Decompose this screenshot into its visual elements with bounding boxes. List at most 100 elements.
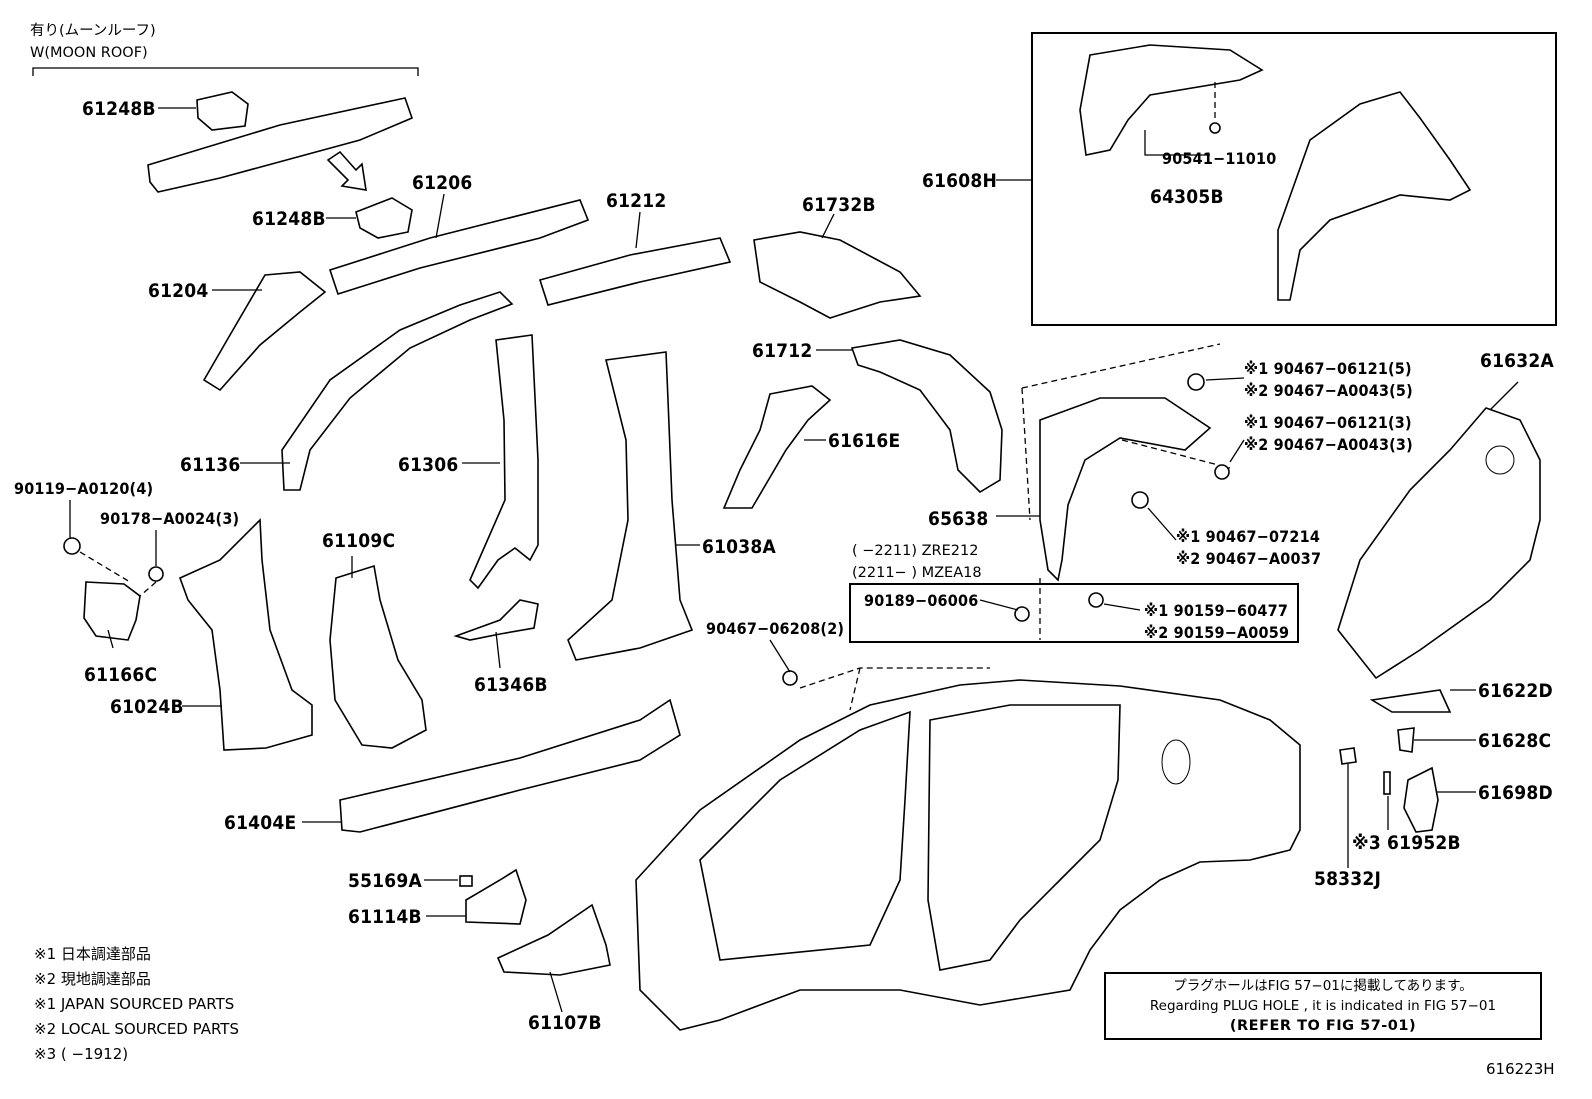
part-61404E xyxy=(339,698,681,833)
part-label: 90119−A0120(4) xyxy=(14,479,154,498)
part-label: 90541−11010 xyxy=(1162,149,1277,168)
hole-icon xyxy=(1485,445,1515,475)
part-61346B xyxy=(453,599,539,641)
part-61107B xyxy=(496,903,611,976)
fastener-label: ※1 90159−60477 xyxy=(1144,601,1289,620)
part-58332J xyxy=(1339,747,1357,765)
part-label: 61114B xyxy=(348,906,422,928)
part-61206 xyxy=(328,199,590,296)
part-61204 xyxy=(202,271,327,392)
part-61114B xyxy=(465,868,527,925)
part-64305B xyxy=(1079,44,1264,156)
plug-hole-note: プラグホールはFIG 57−01に掲載してあります。 Regarding PLU… xyxy=(1104,972,1542,1040)
part-61136 xyxy=(281,291,514,491)
part-label: 90178−A0024(3) xyxy=(100,509,240,528)
part-label: 61608H xyxy=(922,170,997,192)
part-label: 61109C xyxy=(322,530,396,552)
nut-icon xyxy=(148,566,164,582)
part-label: 90467−06208(2) xyxy=(706,619,845,638)
part-label: 61038A xyxy=(702,536,776,558)
part-label: 61206 xyxy=(412,172,473,194)
part-label: 61632A xyxy=(1480,350,1554,372)
part-55169A xyxy=(459,875,473,887)
part-61952B xyxy=(1383,771,1391,795)
note-line: ※3 ( −1912) xyxy=(34,1045,129,1063)
part-label: 61698D xyxy=(1478,782,1553,804)
box-61608H xyxy=(1031,32,1557,326)
part-label: 61404E xyxy=(224,812,297,834)
note-line: ※2 現地調達部品 xyxy=(34,970,151,988)
plug-note-jp: プラグホールはFIG 57−01に掲載してあります。 xyxy=(1173,978,1473,994)
fuel-door-icon xyxy=(1161,739,1191,785)
part-label: 61628C xyxy=(1478,730,1552,752)
figure-id: 616223H xyxy=(1486,1060,1555,1078)
fastener-label: ※2 90467−A0043(5) xyxy=(1244,381,1413,400)
part-61608H xyxy=(1277,91,1472,301)
part-61212 xyxy=(538,237,732,306)
part-61632A xyxy=(1337,407,1541,680)
part-61712 xyxy=(850,339,1003,494)
part-label: 61212 xyxy=(606,190,667,212)
clip-icon-d xyxy=(1014,606,1030,622)
part-label: 55169A xyxy=(348,870,422,892)
part-label: 61306 xyxy=(398,454,459,476)
variant-label-en: W(MOON ROOF) xyxy=(30,45,148,61)
plug-note-ref: (REFER TO FIG 57-01) xyxy=(1229,1018,1417,1034)
fastener-label: ※2 90159−A0059 xyxy=(1144,623,1290,642)
part-label: 58332J xyxy=(1314,868,1382,890)
part-61616E xyxy=(722,385,832,509)
part-label: ※3 61952B xyxy=(1352,832,1461,854)
screw-icon-d xyxy=(1088,592,1104,608)
part-label: 61166C xyxy=(84,664,158,686)
plug-note-en: Regarding PLUG HOLE , it is indicated in… xyxy=(1149,998,1497,1014)
nut-icon-b xyxy=(1214,464,1230,480)
part-label: 61622D xyxy=(1478,680,1553,702)
range-label: (2211− ) MZEA18 xyxy=(852,565,982,581)
clip-icon xyxy=(782,670,798,686)
part-61109C xyxy=(329,564,427,749)
part-61024B xyxy=(178,518,313,751)
part-61732B xyxy=(753,231,922,319)
range-label: ( −2211) ZRE212 xyxy=(852,543,979,559)
part-61622D xyxy=(1369,689,1452,713)
fastener-label: ※2 90467−A0043(3) xyxy=(1244,435,1413,454)
part-label: 61204 xyxy=(148,280,209,302)
part-61248B-top xyxy=(196,91,249,131)
part-body-door-opening-front xyxy=(699,710,911,961)
nut-icon-a xyxy=(1187,373,1205,391)
part-65638 xyxy=(1039,397,1212,582)
part-roof-rail-moonroof xyxy=(147,97,414,193)
fastener-label: ※1 90467−06121(3) xyxy=(1244,413,1412,432)
fastener-label: ※1 90467−07214 xyxy=(1176,527,1321,546)
part-61628C xyxy=(1397,727,1415,753)
part-label: 90189−06006 xyxy=(864,591,979,610)
part-label: 61616E xyxy=(828,430,901,452)
part-61306 xyxy=(469,334,539,590)
part-label: 61712 xyxy=(752,340,813,362)
bolt-icon xyxy=(63,537,81,555)
part-61698D xyxy=(1403,766,1439,833)
part-label: 61136 xyxy=(180,454,241,476)
box-fastener-range xyxy=(849,583,1299,643)
part-label: 61248B xyxy=(82,98,156,120)
note-line: ※2 LOCAL SOURCED PARTS xyxy=(34,1020,239,1038)
part-label: 61024B xyxy=(110,696,184,718)
fastener-label: ※2 90467−A0037 xyxy=(1176,549,1322,568)
variant-label-jp: 有り(ムーンルーフ) xyxy=(30,23,156,39)
part-label: 61346B xyxy=(474,674,548,696)
part-label: 61107B xyxy=(528,1012,602,1034)
bolt-icon-90541 xyxy=(1209,122,1221,134)
bolt-icon-c xyxy=(1131,491,1149,509)
part-label: 64305B xyxy=(1150,186,1224,208)
arrow-icon xyxy=(326,150,367,191)
fastener-label: ※1 90467−06121(5) xyxy=(1244,359,1412,378)
part-61248B-mid xyxy=(355,197,413,239)
part-label: 61248B xyxy=(252,208,326,230)
part-61166C xyxy=(83,581,141,641)
part-label: 61732B xyxy=(802,194,876,216)
part-body-door-opening-rear xyxy=(927,704,1121,971)
note-line: ※1 日本調達部品 xyxy=(34,945,151,963)
part-label: 65638 xyxy=(928,508,989,530)
part-61038A xyxy=(567,351,694,661)
